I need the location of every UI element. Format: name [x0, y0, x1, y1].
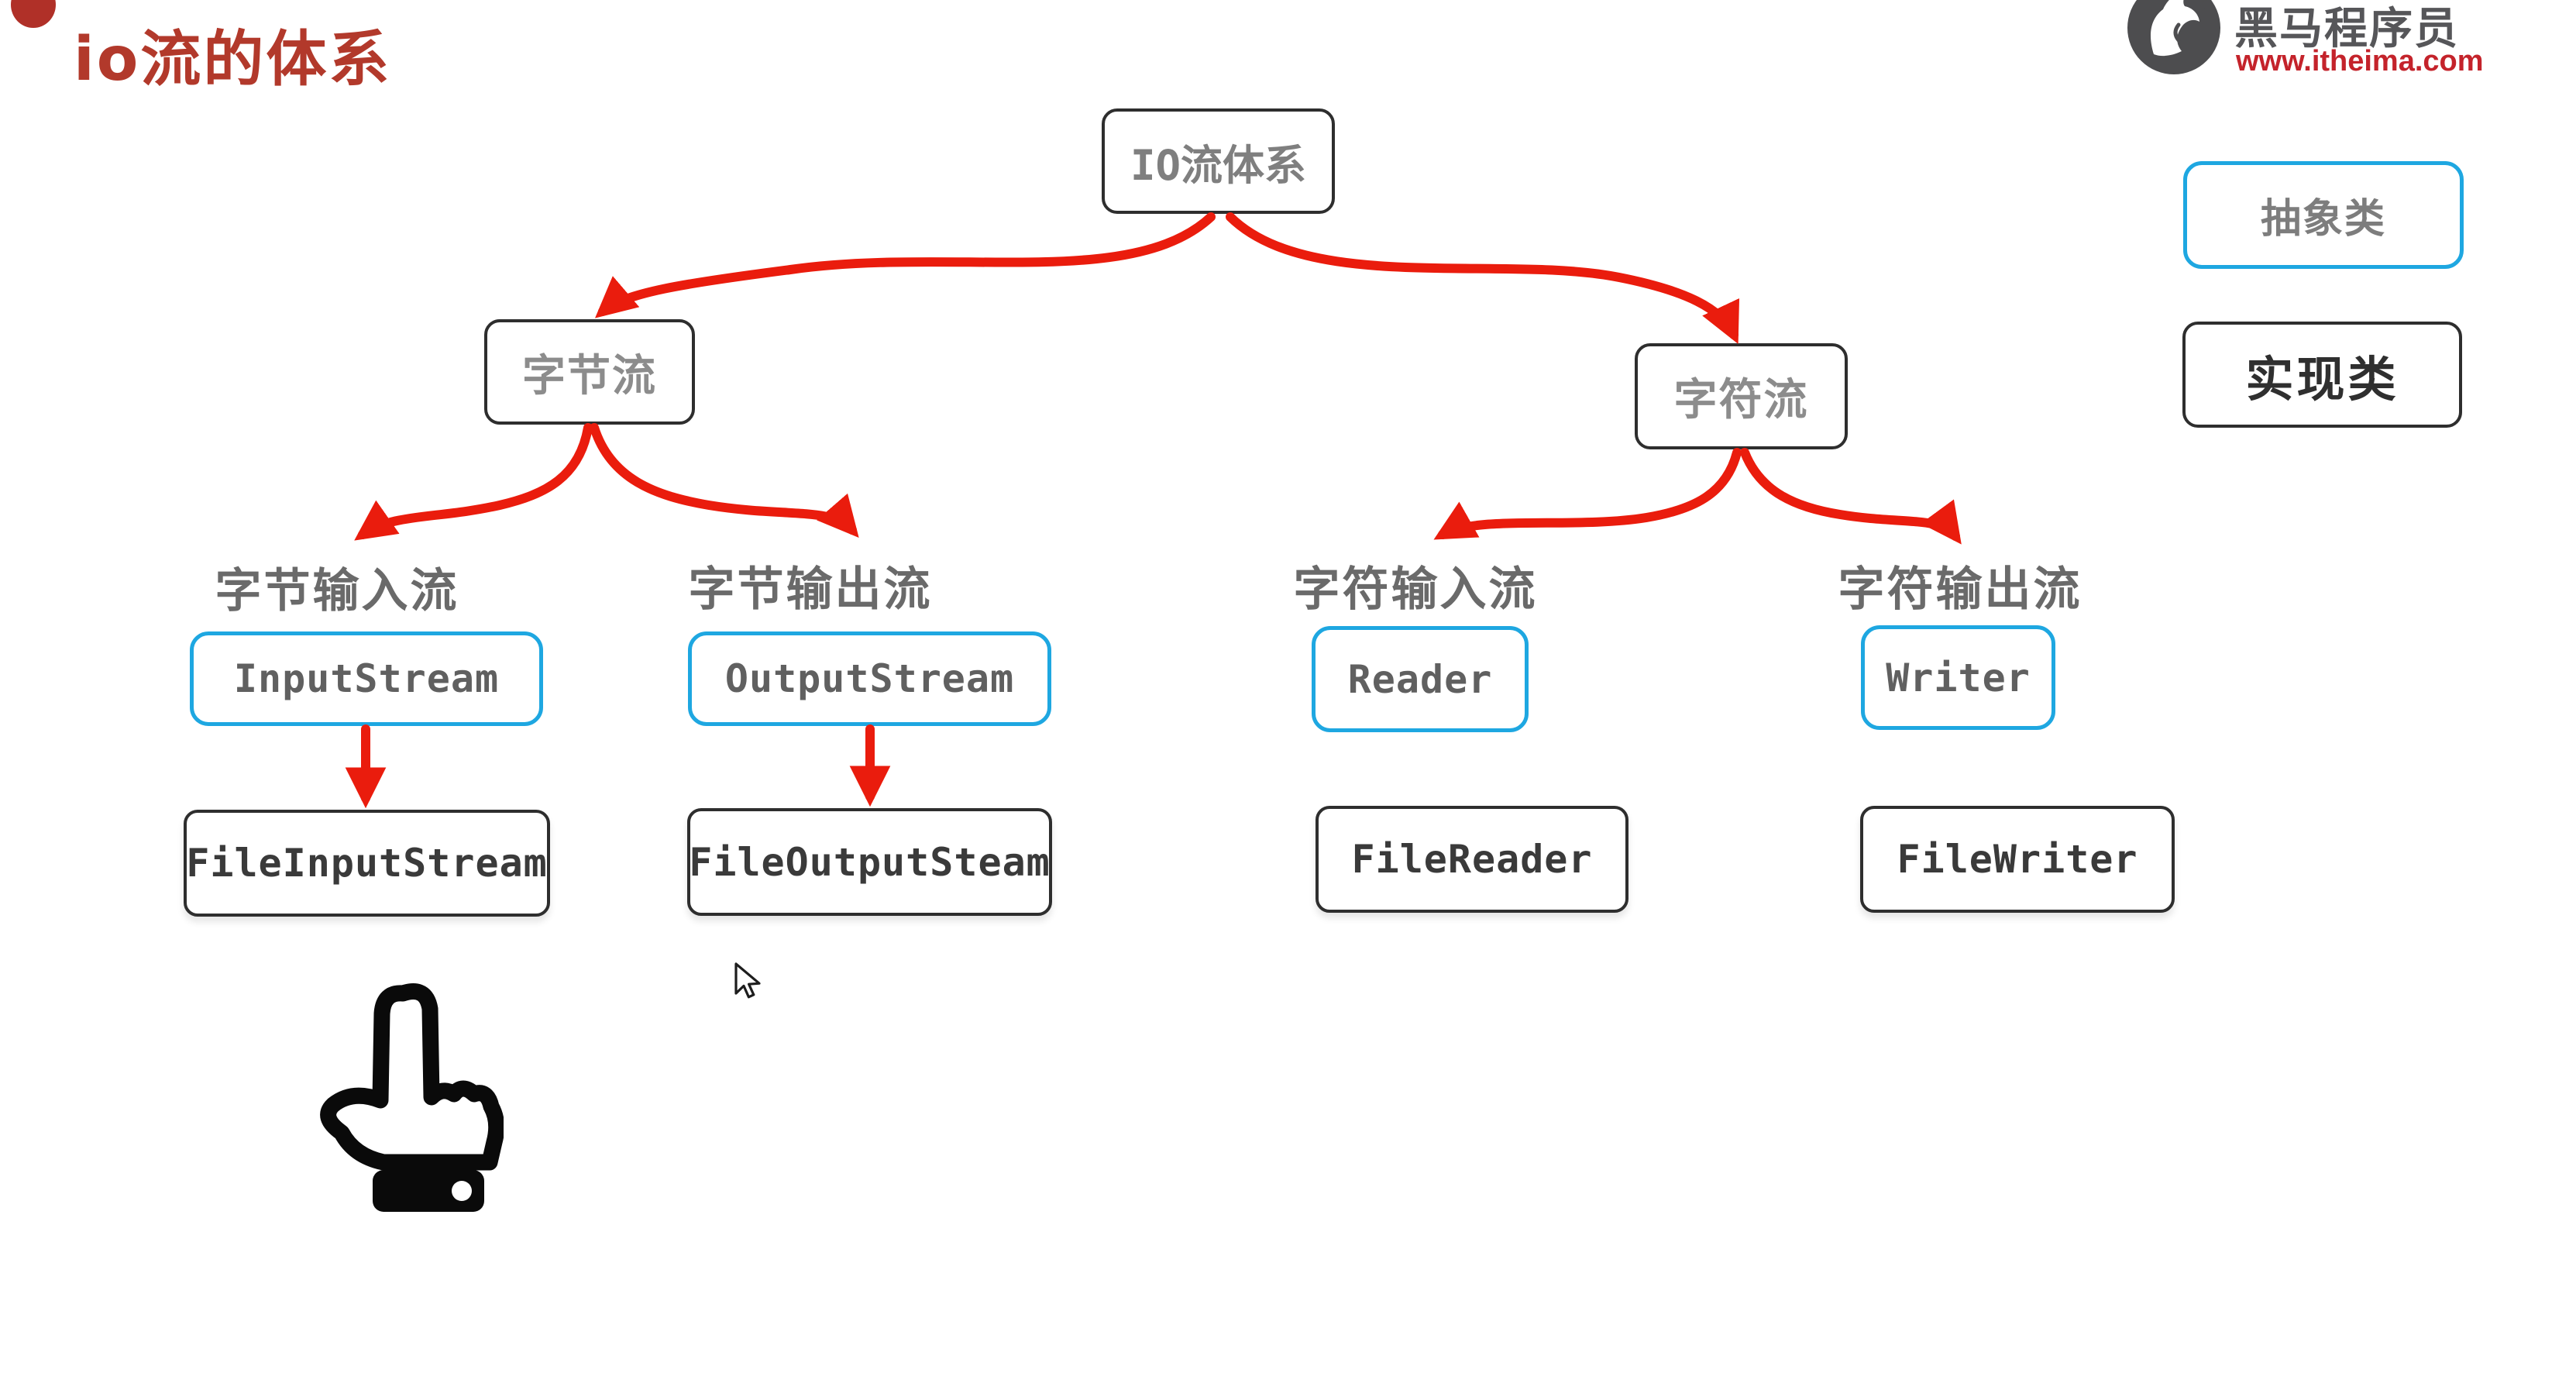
node-fileoutputsteam: FileOutputSteam	[687, 808, 1052, 916]
red-dot	[11, 0, 56, 28]
arrow-char-to-writer	[1740, 448, 1962, 545]
logo-url-text: www.itheima.com	[2236, 45, 2484, 77]
label-char-input-stream: 字符输入流	[1293, 563, 1538, 615]
mouse-cursor-icon	[731, 962, 765, 1004]
node-outputstream: OutputStream	[688, 631, 1051, 726]
node-fileoutputsteam-label: FileOutputSteam	[689, 839, 1051, 885]
label-byte-output-stream: 字节输出流	[688, 563, 933, 615]
label-byte-input-stream: 字节输入流	[215, 565, 459, 617]
node-fileinputstream: FileInputStream	[184, 810, 550, 917]
node-writer: Writer	[1861, 625, 2055, 730]
node-inputstream-label: InputStream	[233, 656, 500, 701]
node-io-root: IO流体系	[1102, 108, 1335, 214]
arrow-byte-to-input	[354, 423, 593, 541]
node-inputstream: InputStream	[190, 631, 543, 726]
node-reader: Reader	[1312, 626, 1529, 732]
legend-abstract-label: 抽象类	[2260, 197, 2386, 242]
node-filewriter-label: FileWriter	[1897, 837, 2138, 882]
node-reader-label: Reader	[1347, 656, 1493, 702]
arrow-char-to-reader	[1433, 448, 1742, 540]
node-filewriter: FileWriter	[1860, 806, 2175, 913]
arrow-root-to-byte	[594, 212, 1216, 318]
node-byte-stream-label: 字节流	[522, 350, 657, 400]
node-byte-stream: 字节流	[484, 319, 695, 425]
node-char-stream-label: 字符流	[1673, 375, 1809, 424]
legend-implementation-class: 实现类	[2182, 322, 2462, 428]
arrow-byte-to-output	[590, 423, 859, 538]
arrow-root-to-char	[1226, 212, 1739, 344]
node-fileinputstream-label: FileInputStream	[186, 841, 548, 886]
node-outputstream-label: OutputStream	[724, 656, 1015, 701]
hand-pointer-icon	[306, 982, 504, 1215]
logo-brand-text: 黑马程序员	[2234, 4, 2459, 53]
legend-implementation-label: 实现类	[2245, 353, 2399, 407]
node-writer-label: Writer	[1886, 655, 2031, 700]
label-char-output-stream: 字符输出流	[1838, 563, 2082, 615]
page-title: io流的体系	[74, 25, 392, 95]
horse-logo-icon	[2124, 0, 2223, 77]
legend-abstract-class: 抽象类	[2183, 161, 2464, 269]
node-io-root-label: IO流体系	[1130, 140, 1307, 190]
node-filereader-label: FileReader	[1351, 837, 1593, 882]
node-filereader: FileReader	[1316, 806, 1628, 913]
node-char-stream: 字符流	[1635, 343, 1848, 449]
